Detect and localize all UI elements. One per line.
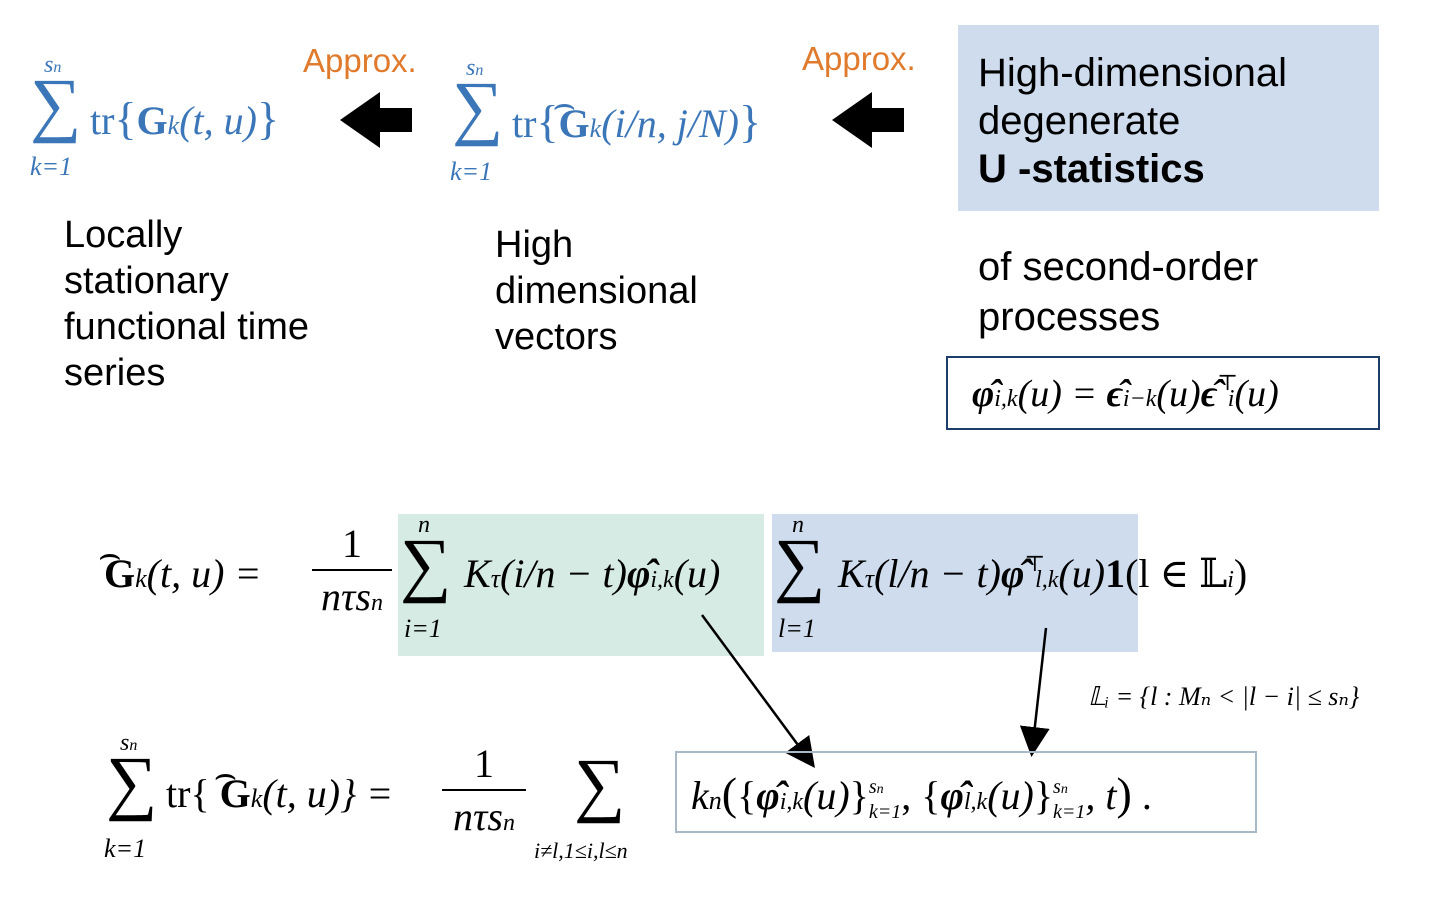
label-locally-stationary: Locally stationary functional time serie…	[64, 214, 310, 394]
L-set-definition: 𝕃ᵢ = {l : Mₙ < |l − i| ≤ sₙ}	[1088, 682, 1360, 711]
sigma-symbol: ∑	[106, 742, 158, 822]
phi-definition-formula: φ̂i,k(u) = ϵ̂i−k(u)ϵ̂⊤i(u)	[972, 370, 1279, 415]
sum-upper-limit: sn	[44, 52, 62, 78]
sum-upper-limit: sn	[120, 730, 138, 756]
arrow-phi-l	[1019, 627, 1050, 757]
approx-label-1: Approx.	[303, 42, 417, 79]
ustatistics-subtitle: of second-order processes	[978, 245, 1259, 339]
sigma-symbol: ∑	[30, 64, 82, 144]
tr-expression: tr{Gk(t, u)}	[90, 93, 280, 144]
K-term-i: Kτ(i/n − t)φ̂i,k(u)	[464, 551, 721, 596]
formula-sum-tr-G-tu: sn ∑ k=1 tr{Gk(t, u)}	[28, 52, 318, 192]
sum-l-lower: l=1	[778, 614, 816, 643]
sum-i-upper: n	[418, 512, 430, 538]
sigma-symbol: ∑	[452, 67, 504, 147]
approx-label-2: Approx.	[802, 40, 916, 77]
sigma-symbol: ∑	[400, 524, 452, 604]
sum-lower-limit: k=1	[450, 157, 493, 186]
sum-i-lower: i=1	[404, 614, 442, 643]
sigma-symbol: ∑	[574, 744, 626, 824]
arrow-phi-i	[700, 614, 815, 769]
tr-expression: tr{G⌢k(i/n, j/N)}	[512, 84, 762, 147]
sum-lower-limit: k=1	[30, 152, 73, 181]
formula-sum-tr-Ghat-tu: sn ∑ k=1 tr{ G⌢k(t, u)} = 1 nτsn ∑ i≠l,1…	[104, 730, 704, 880]
tr-expression: tr{ G⌢k(t, u)} =	[166, 754, 394, 816]
sum-lower-limit: i≠l,1≤i,l≤n	[534, 838, 628, 863]
fraction: 1 nτsn	[312, 520, 392, 620]
sum-l-upper: n	[792, 512, 804, 538]
arrow-left-icon	[832, 92, 904, 148]
formula-sum-tr-Ghat-ij: sn ∑ k=1 tr{G⌢k(i/n, j/N)}	[450, 55, 840, 195]
arrow-left-icon	[340, 92, 412, 148]
Ghat-lhs: G⌢k(t, u) =	[98, 534, 262, 596]
phi-definition-box: φ̂i,k(u) = ϵ̂i−k(u)ϵ̂⊤i(u)	[946, 356, 1380, 430]
highlight-sum-i	[398, 514, 764, 656]
sigma-symbol: ∑	[774, 524, 826, 604]
label-high-dimensional-vectors: High dimensional vectors	[495, 224, 698, 358]
ustatistics-box: High-dimensional degenerate U -statistic…	[958, 25, 1379, 211]
sum-upper-limit: sn	[466, 55, 484, 81]
formula-Ghat-definition: G⌢k(t, u) = 1 nτsn n ∑ i=1 Kτ(i/n − t)φ̂…	[98, 510, 1344, 660]
highlight-sum-l	[772, 514, 1138, 652]
sum-lower-limit: k=1	[104, 834, 147, 863]
K-term-l: Kτ(l/n − t)φ̂⊤l,k(u)1(l ∈ 𝕃i)	[838, 551, 1248, 596]
fraction: 1 nτsn	[442, 740, 526, 840]
ustatistics-title: High-dimensional degenerate U -statistic…	[978, 51, 1288, 191]
